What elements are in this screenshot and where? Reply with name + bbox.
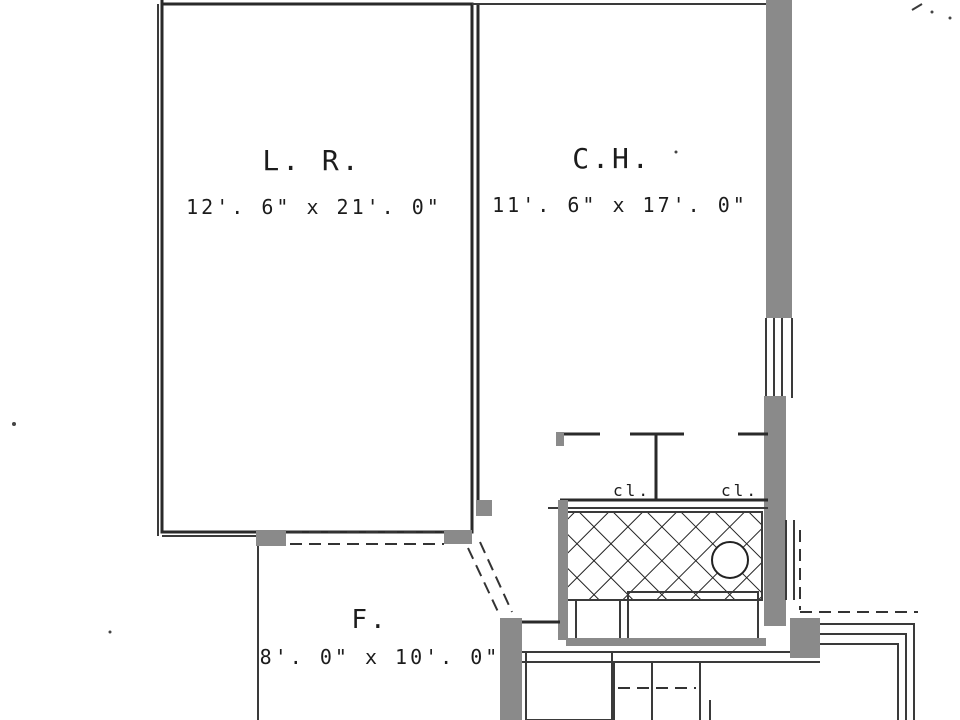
foyer-dimensions: 8'. 0" x 10'. 0" <box>260 645 501 669</box>
living-room-label: L. R. <box>262 144 361 177</box>
toilet-icon <box>711 541 749 579</box>
balcony-edge <box>800 3 923 720</box>
closet-partitions <box>548 432 768 509</box>
living-room <box>157 0 474 537</box>
living-room-walls <box>160 2 474 534</box>
closet-left-label: cl. <box>613 481 651 500</box>
chamber-label: C.H. <box>572 142 651 175</box>
chamber-dimensions: 11'. 6" x 17'. 0" <box>492 193 748 217</box>
closet-right-label: cl. <box>721 481 759 500</box>
exterior-wall-right <box>764 0 801 626</box>
foyer-label: F. <box>351 605 388 635</box>
living-room-dimensions: 12'. 6" x 21'. 0" <box>186 195 442 219</box>
kitchen-area <box>500 618 820 720</box>
scan-specks <box>12 10 952 634</box>
chamber-room <box>472 3 770 502</box>
foyer-room <box>256 500 513 720</box>
bathroom <box>558 500 766 646</box>
